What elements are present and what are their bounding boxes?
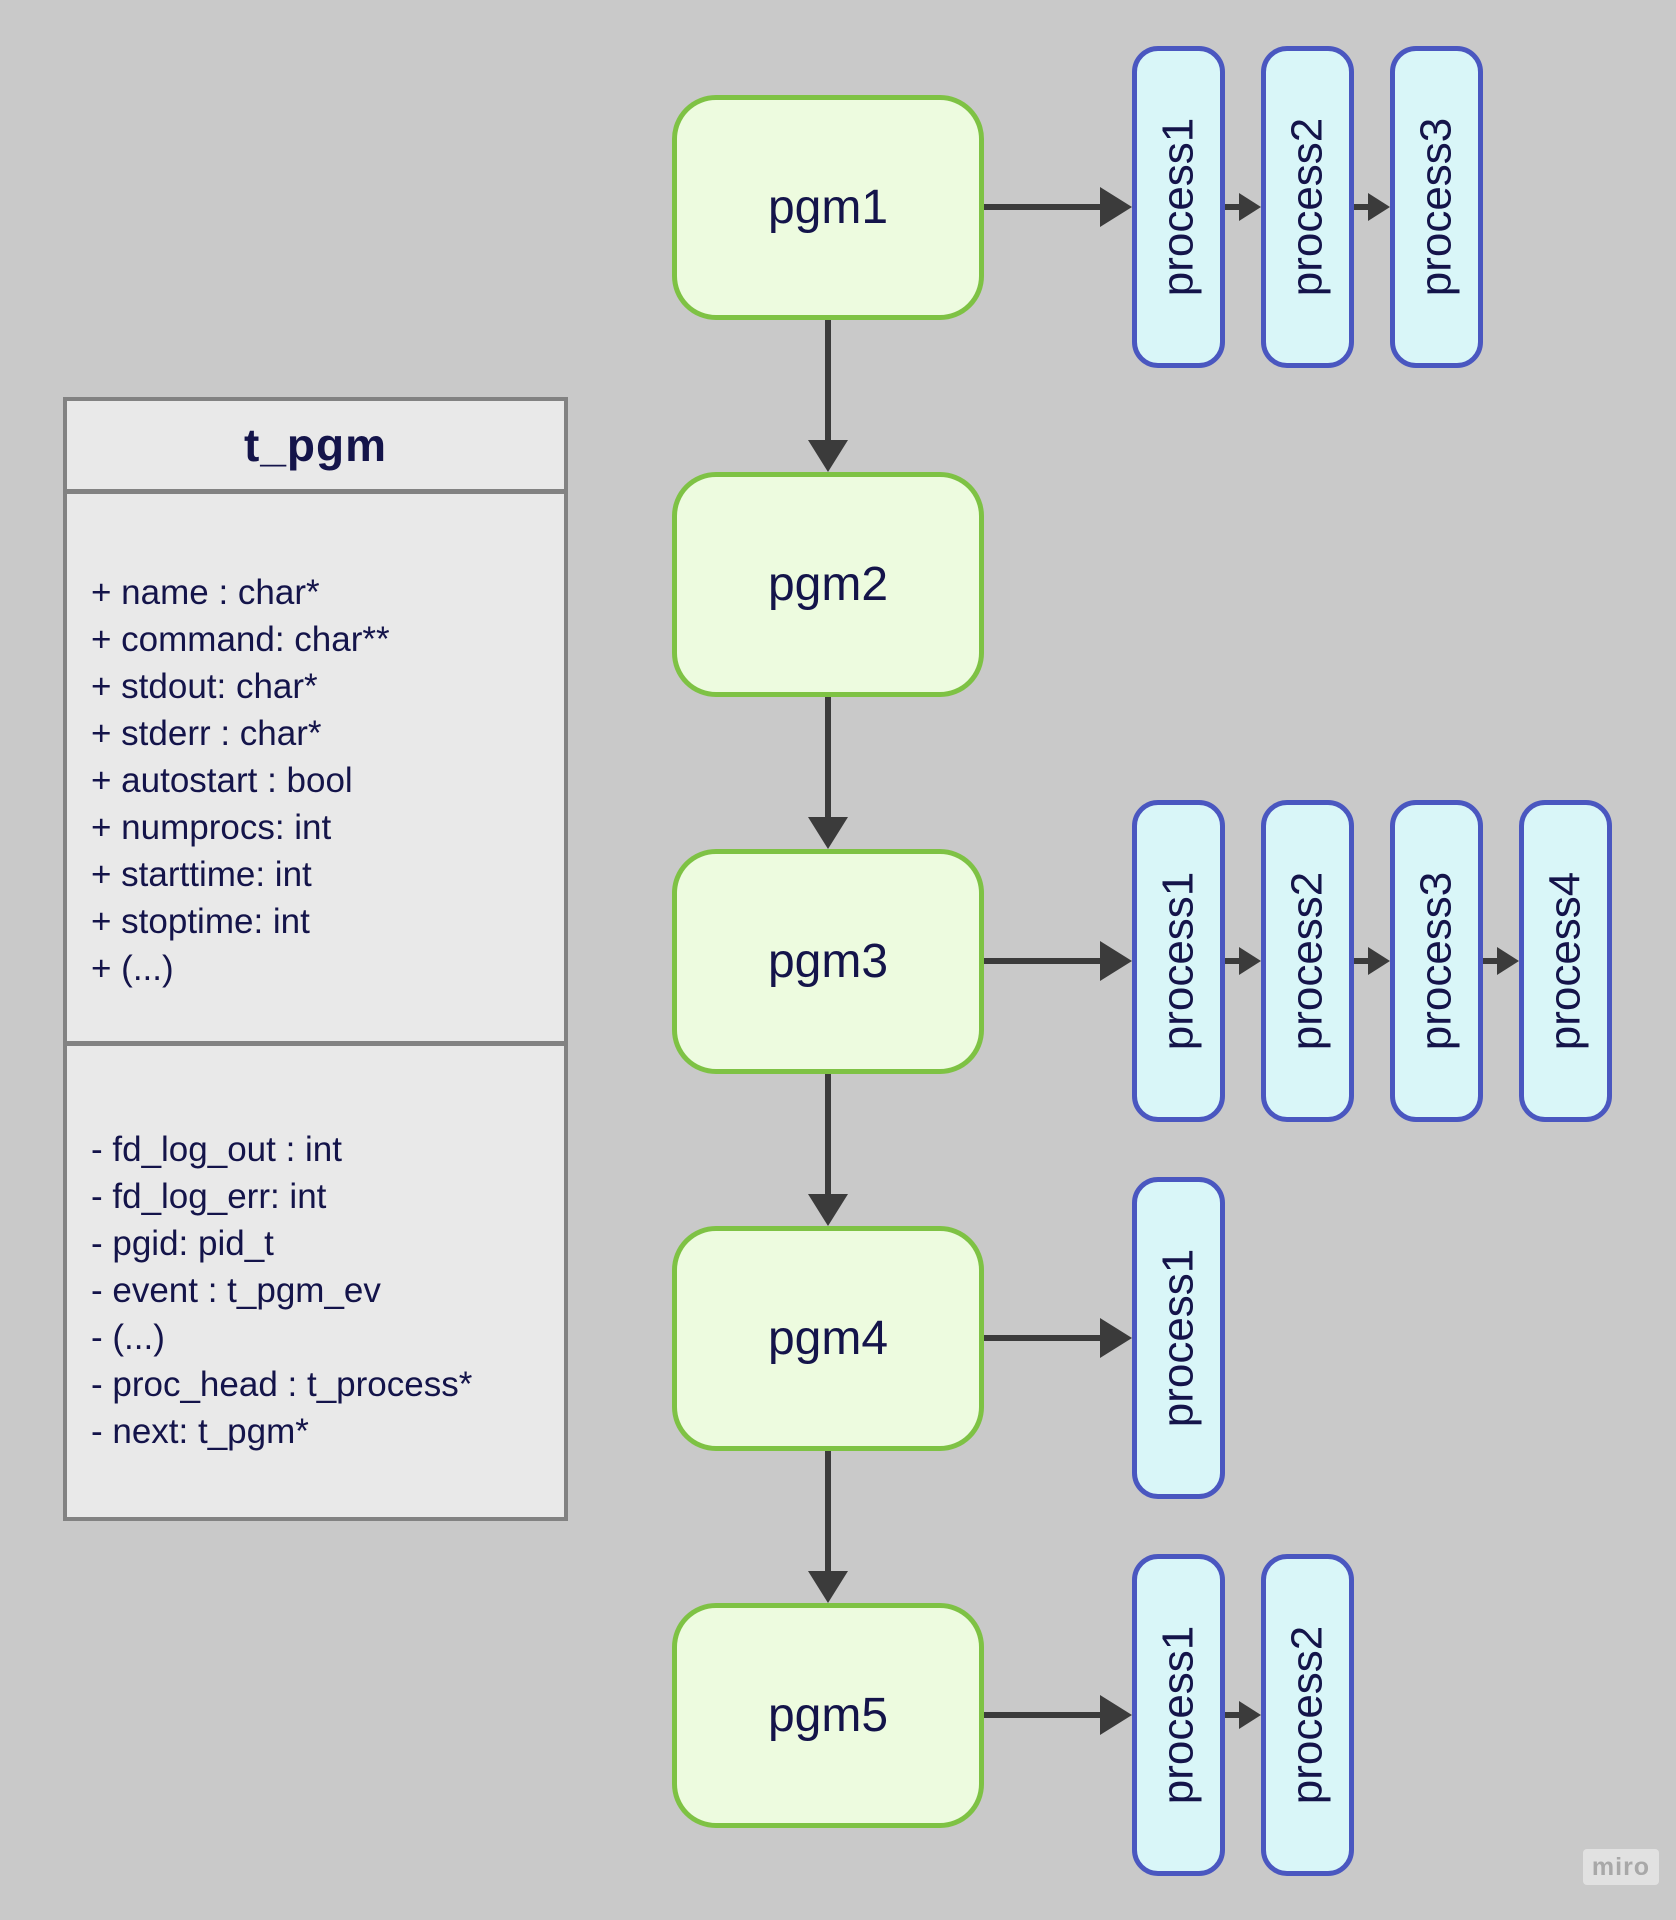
uml-class-field: - next: t_pgm*	[91, 1412, 309, 1451]
pgm1-node[interactable]: pgm1	[672, 95, 984, 320]
pgm3-process3-node[interactable]: process3	[1390, 800, 1483, 1122]
process-node-label: process4	[1540, 871, 1590, 1051]
arrow-pgm5-process1[interactable]	[984, 1712, 1100, 1718]
uml-class-divider	[67, 489, 564, 494]
pgm-node-label: pgm2	[767, 558, 889, 611]
arrow-row3-process2-process3[interactable]	[1354, 958, 1368, 964]
uml-class-field: - fd_log_out : int	[91, 1130, 342, 1169]
arrow-row5-process1-process2[interactable]	[1225, 1712, 1239, 1718]
uml-class-field: - event : t_pgm_ev	[91, 1271, 381, 1310]
pgm4-node[interactable]: pgm4	[672, 1226, 984, 1451]
pgm-node-label: pgm1	[767, 181, 889, 234]
uml-class-field: + starttime: int	[91, 855, 312, 894]
uml-class-field: + numprocs: int	[91, 808, 332, 847]
uml-class-public-section: + name : char* + command: char** + stdou…	[67, 494, 564, 1041]
arrow-pgm4-pgm5[interactable]	[825, 1451, 831, 1571]
uml-class-field: - pgid: pid_t	[91, 1224, 274, 1263]
miro-watermark-label: miro	[1591, 1852, 1651, 1881]
pgm1-process3-node[interactable]: process3	[1390, 46, 1483, 368]
uml-class-field: + stoptime: int	[91, 902, 310, 941]
pgm3-process1-node[interactable]: process1	[1132, 800, 1225, 1122]
arrow-pgm2-pgm3[interactable]	[825, 697, 831, 817]
process-node-label: process1	[1153, 871, 1203, 1051]
uml-class-field: + stdout: char*	[91, 667, 318, 706]
pgm1-process1-node[interactable]: process1	[1132, 46, 1225, 368]
arrow-pgm4-process1[interactable]	[984, 1335, 1100, 1341]
pgm2-node[interactable]: pgm2	[672, 472, 984, 697]
arrow-pgm3-pgm4[interactable]	[825, 1074, 831, 1194]
process-node-label: process1	[1153, 1625, 1203, 1805]
uml-class-field: - proc_head : t_process*	[91, 1365, 473, 1404]
arrow-row1-process1-process2[interactable]	[1225, 204, 1239, 210]
uml-class-field: - fd_log_err: int	[91, 1177, 327, 1216]
arrow-pgm1-pgm2[interactable]	[825, 320, 831, 440]
uml-class-field: + autostart : bool	[91, 761, 353, 800]
uml-class-title: t_pgm	[244, 419, 387, 471]
process-node-label: process3	[1411, 117, 1461, 297]
uml-class-field: + (...)	[91, 949, 174, 988]
uml-class-private-section: - fd_log_out : int - fd_log_err: int - p…	[67, 1046, 564, 1517]
process-node-label: process2	[1282, 117, 1332, 297]
process-node-label: process2	[1282, 1625, 1332, 1805]
pgm3-node[interactable]: pgm3	[672, 849, 984, 1074]
pgm1-process2-node[interactable]: process2	[1261, 46, 1354, 368]
pgm3-process4-node[interactable]: process4	[1519, 800, 1612, 1122]
pgm-node-label: pgm5	[767, 1689, 889, 1742]
arrow-row3-process3-process4[interactable]	[1483, 958, 1497, 964]
uml-class-field: + name : char*	[91, 573, 320, 612]
pgm-node-label: pgm4	[767, 1312, 889, 1365]
miro-watermark[interactable]: miro	[1583, 1849, 1659, 1885]
arrow-pgm3-process1[interactable]	[984, 958, 1100, 964]
process-node-label: process2	[1282, 871, 1332, 1051]
arrow-row3-process1-process2[interactable]	[1225, 958, 1239, 964]
arrow-row1-process2-process3[interactable]	[1354, 204, 1368, 210]
pgm4-process1-node[interactable]: process1	[1132, 1177, 1225, 1499]
uml-class-field: + command: char**	[91, 620, 390, 659]
process-node-label: process3	[1411, 871, 1461, 1051]
uml-class-box[interactable]: t_pgm + name : char* + command: char** +…	[63, 397, 568, 1521]
pgm5-process2-node[interactable]: process2	[1261, 1554, 1354, 1876]
pgm5-process1-node[interactable]: process1	[1132, 1554, 1225, 1876]
process-node-label: process1	[1153, 117, 1203, 297]
uml-class-divider	[67, 1041, 564, 1046]
process-node-label: process1	[1153, 1248, 1203, 1428]
uml-class-field: + stderr : char*	[91, 714, 322, 753]
pgm-node-label: pgm3	[767, 935, 889, 988]
uml-class-field: - (...)	[91, 1318, 165, 1357]
pgm3-process2-node[interactable]: process2	[1261, 800, 1354, 1122]
arrow-pgm1-process1[interactable]	[984, 204, 1100, 210]
pgm5-node[interactable]: pgm5	[672, 1603, 984, 1828]
